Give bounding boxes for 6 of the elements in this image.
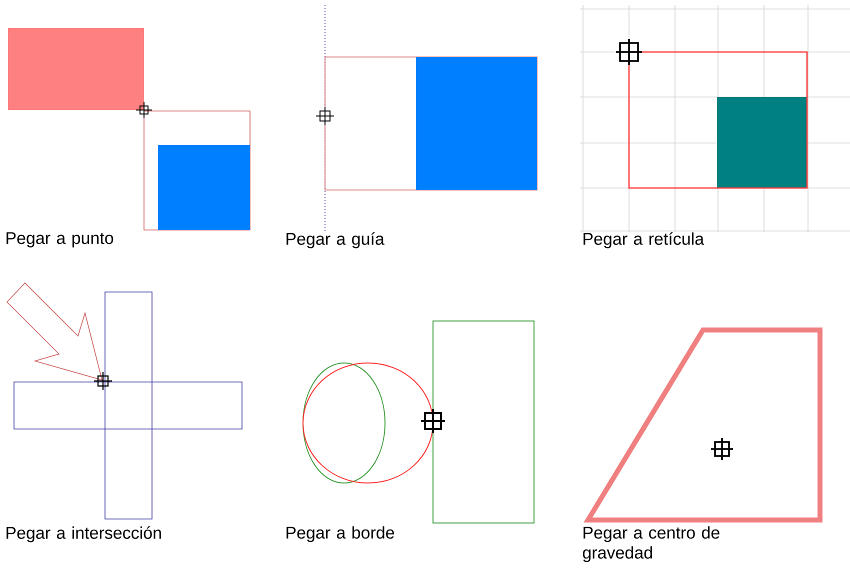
caption: Pegar a retícula xyxy=(584,232,704,248)
caption: Pegar a borde xyxy=(286,526,394,542)
caption: Pegar a punto xyxy=(6,232,114,248)
caption: Pegar a centro de gravedad xyxy=(582,526,720,562)
caption: Pegar a guía xyxy=(286,232,384,248)
caption: Pegar a intersección xyxy=(6,526,161,542)
